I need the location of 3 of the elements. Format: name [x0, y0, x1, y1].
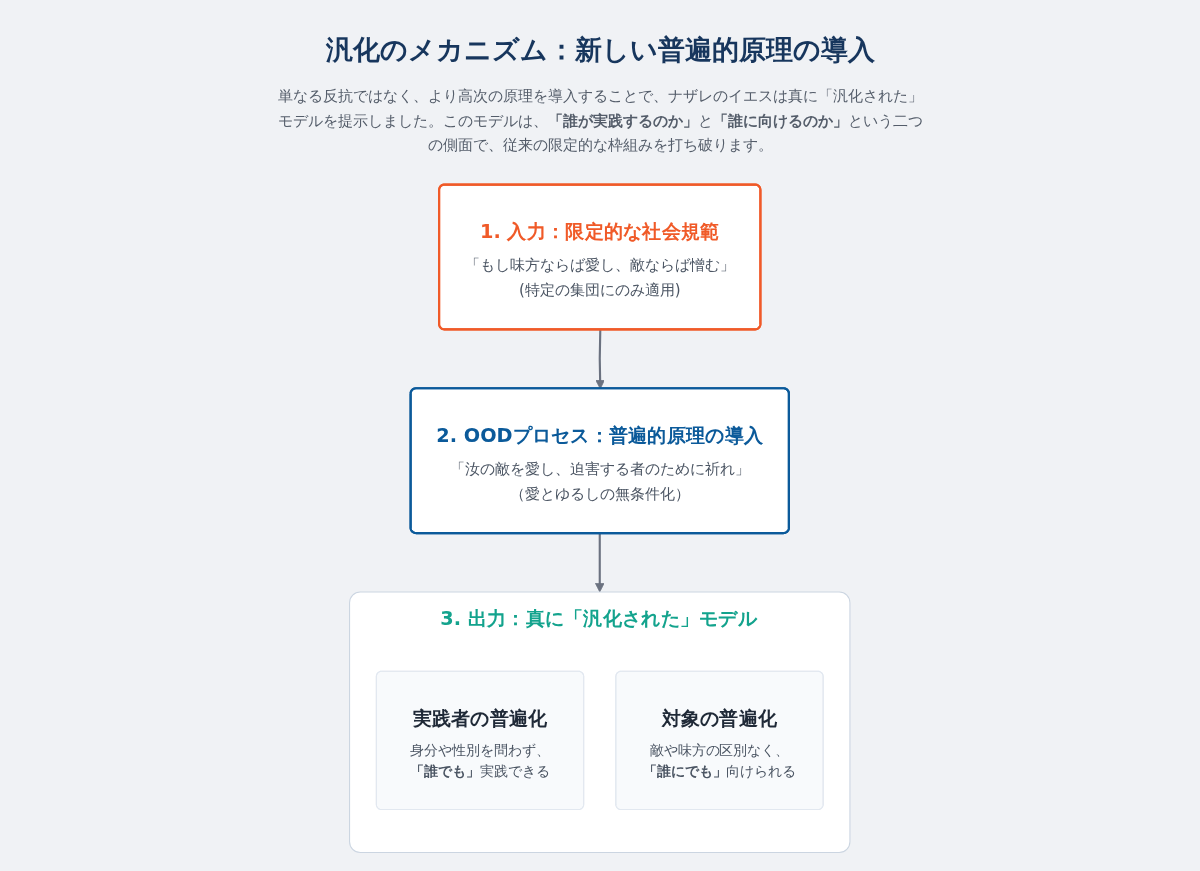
title: 汎化のメカニズム：新しい普遍的原理の導入: [325, 33, 875, 67]
description-text: 単なる反抗ではなく、より高次の原理を導入することで、ナザレのイエスは真に「汎化された」モデルを提示しました。このモデルは、「誰が実践するのか」と「誰に向けるのか」という二つの側面で、従来の限定的な枠組みを打ち破ります。: [276, 87, 924, 156]
arrow: [595, 533, 605, 593]
